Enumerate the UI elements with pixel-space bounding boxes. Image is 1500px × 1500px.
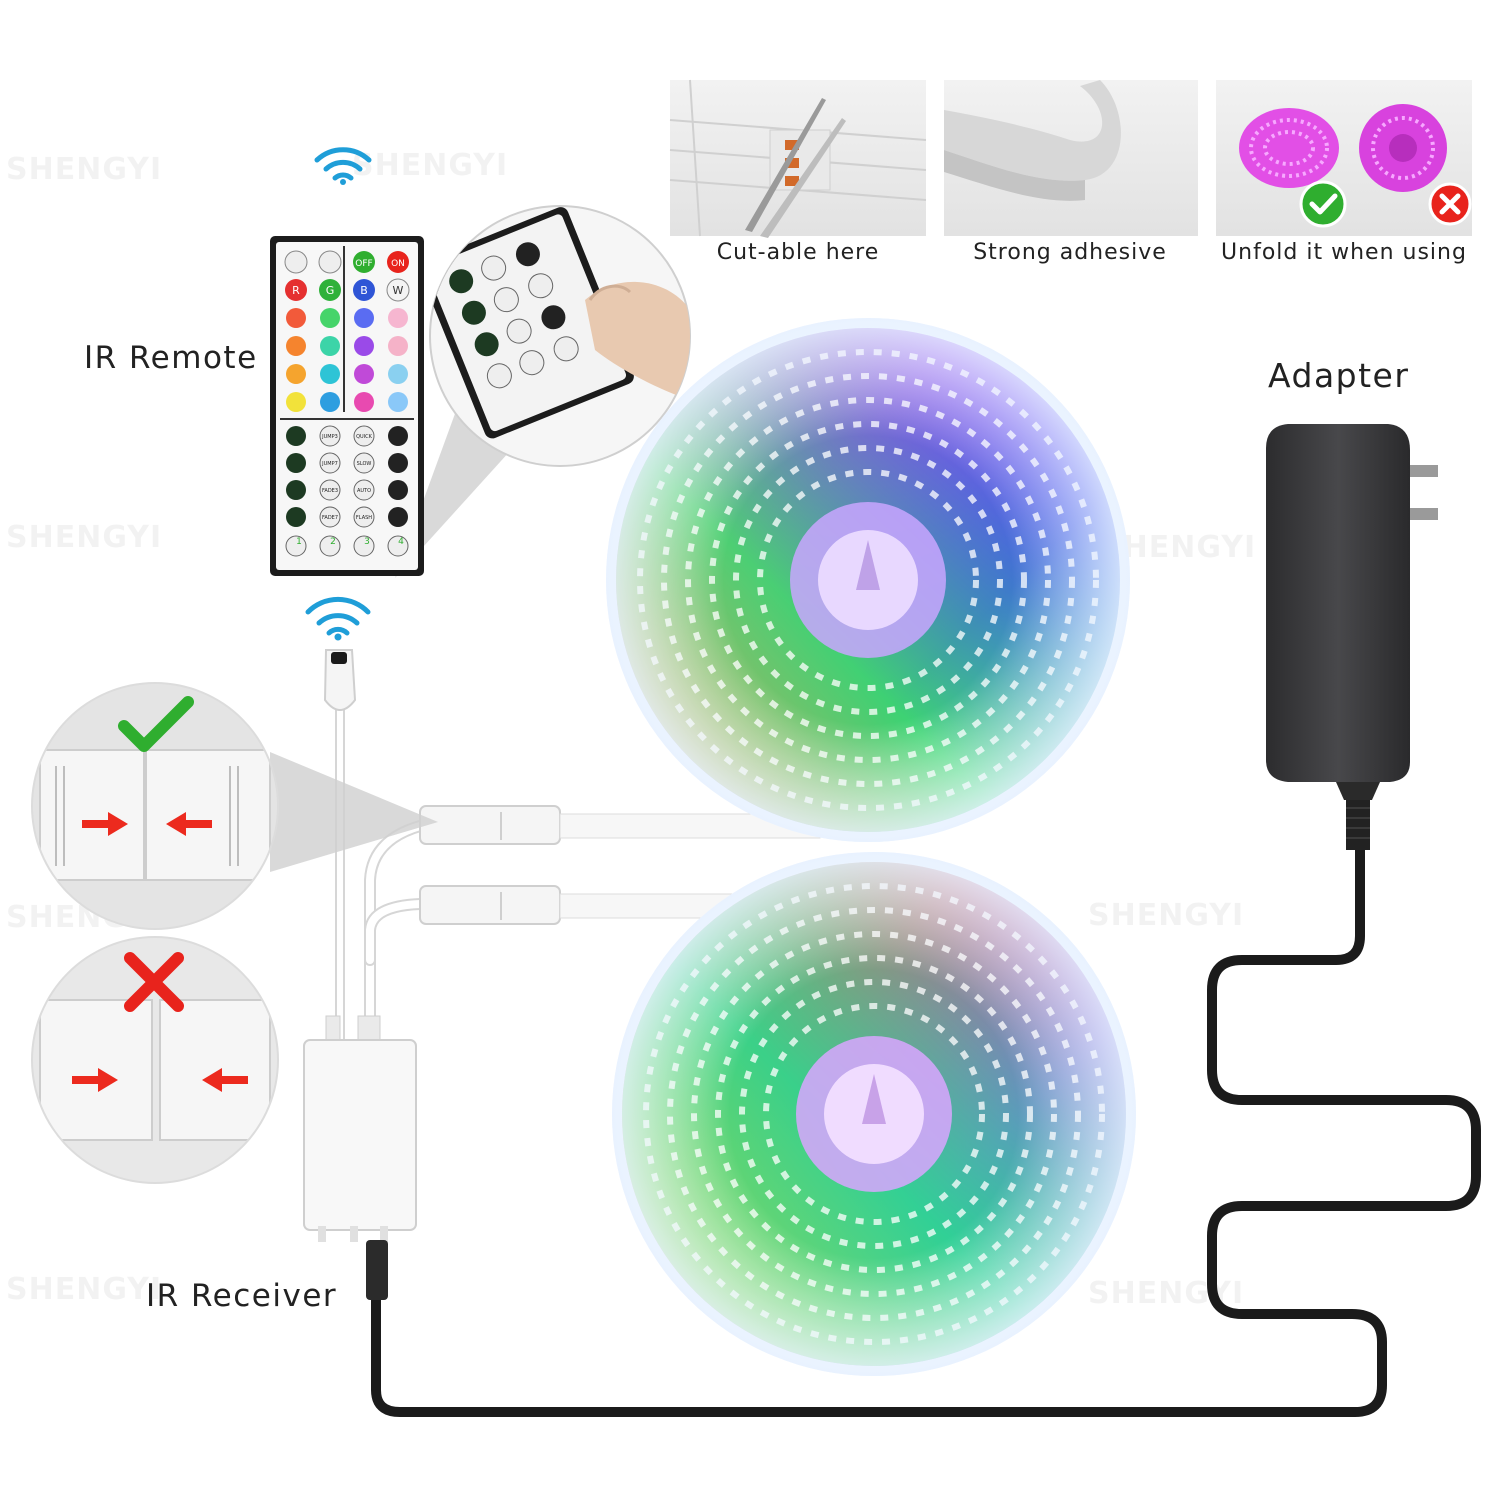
remote-color-grid [286,308,408,412]
adapter-label: Adapter [1268,356,1410,395]
scissors-cut-icon [745,98,846,238]
check-badge-icon [1299,180,1347,228]
remote-mode-grid [286,425,408,528]
remote-btn-jump7: JUMP7 [321,461,338,467]
power-adapter [1266,424,1438,850]
unfold-strip-icon [1239,104,1447,192]
remote-btn-diy3: 3 [364,537,370,547]
remote-zoom-bubble [429,205,691,467]
feature-panel-cutable [669,79,927,238]
arrow-left-icon [166,812,212,836]
correct-connection-detail [31,682,279,930]
adhesive-tape-icon [944,80,1121,201]
remote-btn-w: W [393,284,404,297]
checkmark-icon [118,696,194,752]
ir-sensor [323,649,357,711]
wifi-icon [305,596,371,641]
ir-remote: OFF ON R G B W JUMP3 QUICK [270,236,424,576]
watermark: SHENGYI [352,148,509,183]
remote-btn-diy2: 2 [330,537,336,547]
watermark: SHENGYI [6,152,163,187]
arrow-right-icon [72,1068,118,1092]
feature-panel-adhesive [944,80,1198,236]
watermark: SHENGYI [6,1272,163,1307]
ir-receiver-label: IR Receiver [146,1278,338,1314]
remote-btn-b: B [360,284,368,297]
arrow-left-icon [202,1068,248,1092]
cross-badge-icon [1428,182,1472,226]
watermark: SHENGYI [1088,898,1245,933]
remote-btn-slow: SLOW [357,461,372,467]
remote-btn-auto: AUTO [357,488,371,494]
remote-btn-fade3: FADE3 [322,488,338,494]
wifi-icon [314,147,372,185]
feature-caption-adhesive: Strong adhesive [973,240,1167,265]
cross-icon [124,952,184,1012]
ir-receiver-box [303,1015,417,1300]
remote-btn-diy1: 1 [296,537,302,547]
remote-btn-quick: QUICK [356,434,373,440]
led-reel-bottom [612,852,1136,1376]
feature-caption-cutable: Cut-able here [716,240,880,265]
wrong-connection-detail [31,936,279,1184]
arrow-right-icon [82,812,128,836]
white-cables [335,695,426,1046]
feature-panel-unfold [1216,80,1472,236]
connector-callout [270,752,438,872]
power-cable [371,820,1481,1417]
remote-diy-row [285,535,409,557]
watermark: SHENGYI [6,520,163,555]
remote-btn-jump3: JUMP3 [321,434,338,440]
remote-btn-on: ON [391,259,405,269]
remote-btn-r: R [292,284,300,297]
remote-btn-off: OFF [355,259,372,269]
led-reel-top [606,318,1130,842]
feature-caption-unfold: Unfold it when using [1221,240,1467,265]
remote-btn-g: G [326,284,335,297]
ir-remote-label: IR Remote [84,340,258,376]
remote-btn-diy4: 4 [398,537,404,547]
remote-btn-fade7: FADE7 [322,515,338,521]
remote-btn-flash: FLASH [356,515,372,521]
